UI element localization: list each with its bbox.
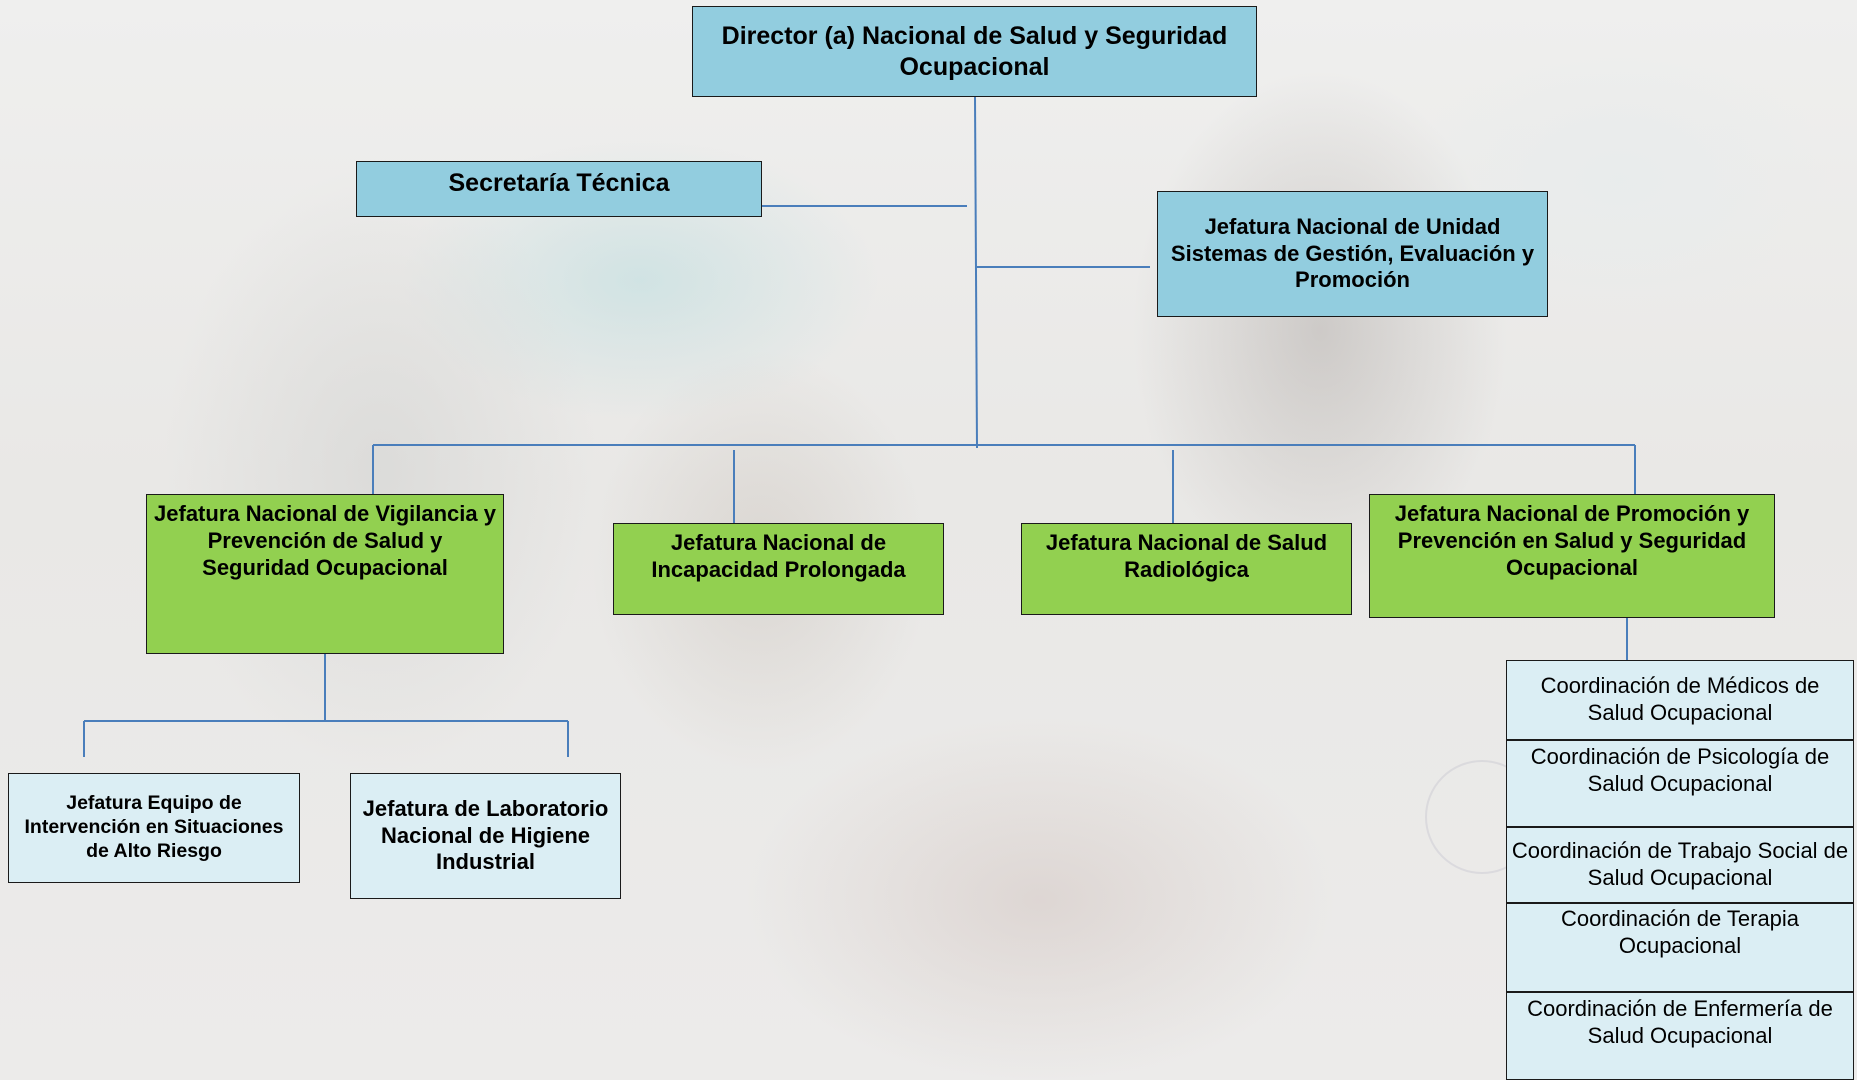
- equipo-intervencion-label: Jefatura Equipo de Intervención en Situa…: [24, 792, 284, 862]
- jefatura-vigilancia-box: Jefatura Nacional de Vigilancia y Preven…: [146, 494, 504, 654]
- jefatura-radiologica-label: Jefatura Nacional de Salud Radiológica: [1045, 530, 1328, 582]
- laboratorio-label: Jefatura de Laboratorio Nacional de Higi…: [362, 795, 609, 875]
- jefatura-incapacidad-label: Jefatura Nacional de Incapacidad Prolong…: [651, 530, 906, 582]
- secretaria-box: Secretaría Técnica: [356, 161, 762, 217]
- jefatura-vigilancia-label: Jefatura Nacional de Vigilancia y Preven…: [154, 501, 496, 580]
- jefatura-promocion-box: Jefatura Nacional de Promoción y Prevenc…: [1369, 494, 1775, 618]
- coordinacion-trabajo-social-label: Coordinación de Trabajo Social de Salud …: [1511, 838, 1849, 890]
- jefatura-sistemas-label: Jefatura Nacional de Unidad Sistemas de …: [1170, 213, 1535, 293]
- connector-trunk: [974, 96, 978, 449]
- coordinacion-enfermeria-label: Coordinación de Enfermería de Salud Ocup…: [1527, 996, 1833, 1048]
- director-label: Director (a) Nacional de Salud y Segurid…: [721, 22, 1228, 81]
- jefatura-incapacidad-box: Jefatura Nacional de Incapacidad Prolong…: [613, 523, 944, 615]
- jefatura-promocion-label: Jefatura Nacional de Promoción y Prevenc…: [1394, 501, 1750, 580]
- coordinacion-trabajo-social-box: Coordinación de Trabajo Social de Salud …: [1506, 827, 1854, 903]
- secretaria-label: Secretaría Técnica: [448, 169, 670, 197]
- coordinacion-psicologia-box: Coordinación de Psicología de Salud Ocup…: [1506, 740, 1854, 827]
- laboratorio-box: Jefatura de Laboratorio Nacional de Higi…: [350, 773, 621, 899]
- equipo-intervencion-box: Jefatura Equipo de Intervención en Situa…: [8, 773, 300, 883]
- jefatura-sistemas-box: Jefatura Nacional de Unidad Sistemas de …: [1157, 191, 1548, 317]
- coordinacion-medicos-box: Coordinación de Médicos de Salud Ocupaci…: [1506, 660, 1854, 740]
- coordinacion-medicos-label: Coordinación de Médicos de Salud Ocupaci…: [1540, 673, 1820, 725]
- jefatura-radiologica-box: Jefatura Nacional de Salud Radiológica: [1021, 523, 1352, 615]
- director-box: Director (a) Nacional de Salud y Segurid…: [692, 6, 1257, 97]
- coordinacion-terapia-label: Coordinación de Terapia Ocupacional: [1560, 906, 1800, 958]
- coordinacion-enfermeria-box: Coordinación de Enfermería de Salud Ocup…: [1506, 992, 1854, 1080]
- coordinacion-psicologia-label: Coordinación de Psicología de Salud Ocup…: [1530, 744, 1830, 796]
- coordinacion-terapia-box: Coordinación de Terapia Ocupacional: [1506, 903, 1854, 992]
